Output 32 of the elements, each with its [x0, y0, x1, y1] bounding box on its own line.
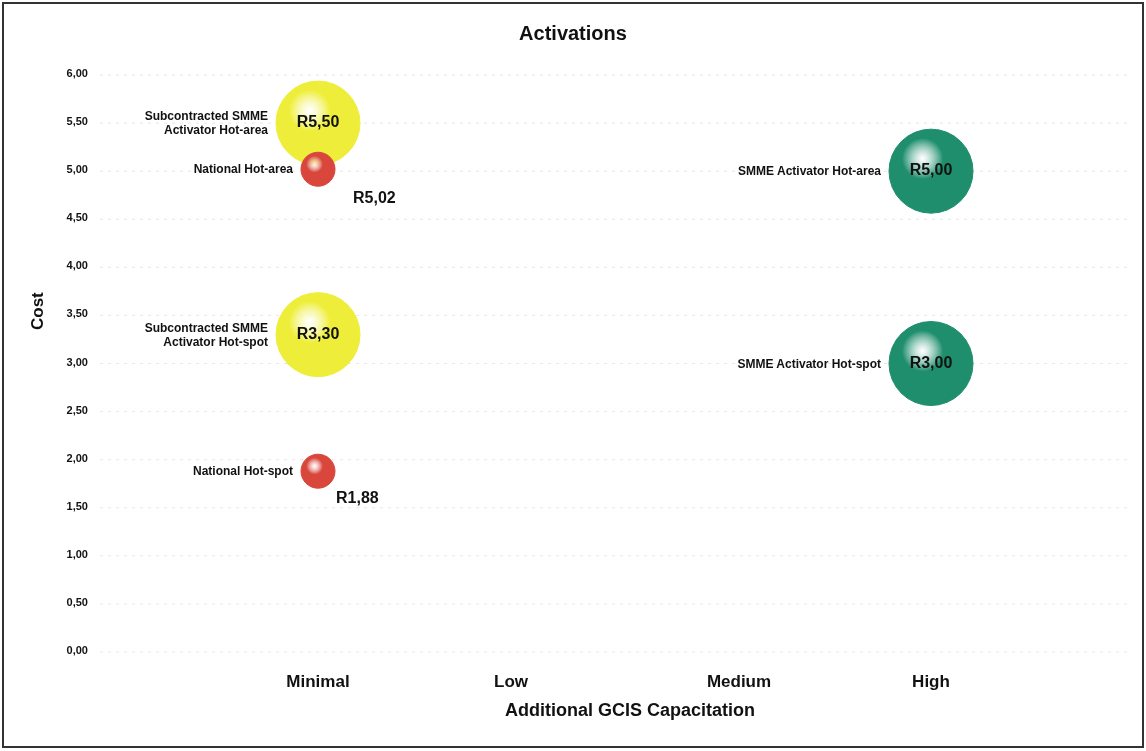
tick-label: Medium [705, 672, 773, 692]
tick-label: 2,00 [65, 451, 88, 464]
tick-label: 5,50 [65, 115, 88, 128]
data-label: R5,50 [295, 113, 341, 132]
point-label: SMME Activator Hot-spot [736, 356, 881, 371]
tick-label: 2,50 [65, 403, 88, 416]
data-label: R5,02 [353, 189, 396, 208]
data-label: R3,30 [295, 324, 341, 343]
point-label: National Hot-area [192, 162, 293, 177]
tick-label: 3,00 [65, 355, 88, 368]
data-label: R1,88 [336, 489, 379, 508]
point-label: Subcontracted SMME Activator Hot-area [143, 109, 268, 138]
tick-label: 1,50 [65, 499, 88, 512]
tick-label: 4,00 [65, 259, 88, 272]
tick-label: 3,50 [65, 307, 88, 320]
axis-title: Cost [28, 292, 48, 330]
tick-label: 6,00 [65, 67, 88, 79]
tick-label: Minimal [285, 672, 351, 692]
tick-label: Low [493, 672, 529, 692]
tick-label: 0,00 [65, 644, 88, 656]
tick-label: High [911, 672, 951, 692]
data-label: R5,00 [908, 161, 954, 180]
point-label: Subcontracted SMME Activator Hot-spot [143, 320, 268, 349]
axis-title: Additional GCIS Capacitation [504, 700, 756, 721]
tick-label: 0,50 [65, 595, 88, 608]
chart-title: Activations [518, 22, 628, 45]
point-label: National Hot-spot [192, 464, 293, 479]
tick-label: 1,00 [65, 547, 88, 560]
tick-label: 5,00 [65, 163, 88, 176]
data-label: R3,00 [908, 353, 954, 372]
tick-label: 4,50 [65, 211, 88, 224]
point-label: SMME Activator Hot-area [737, 164, 881, 179]
